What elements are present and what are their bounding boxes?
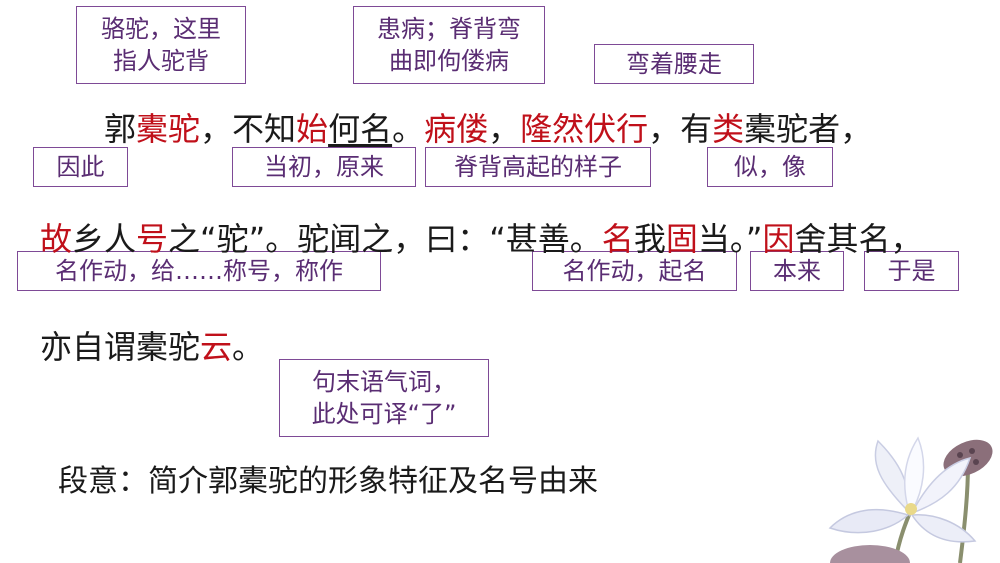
note-benlai: 本来 [750,251,844,291]
line1-seg: 郭 [104,110,137,148]
line2-seg: 之“驼”。驼闻之，曰：“甚善。 [168,220,602,258]
note-yinci: 因此 [33,147,128,187]
text-line-1: 郭橐驼，不知始何名。病偻，隆然伏行，有类橐驼者， [104,104,872,150]
lotus-decoration [828,436,993,563]
line2-seg: 当。” [697,220,763,258]
line1-key: 始 [296,110,329,148]
note-bingbei: 患病；脊背弯 曲即佝偻病 [353,6,545,84]
note-yun: 句末语气词， 此处可译“了” [279,359,489,437]
line2-key: 因 [762,220,795,258]
line1-seg: ，有 [648,110,713,148]
note-chenghao: 名作动，给……称号，称作 [17,251,381,291]
line3-key: 云 [200,328,233,366]
line2-seg: 舍其名， [794,220,923,258]
text-line-3: 亦自谓橐驼云。 [40,322,264,368]
note-dangchu: 当初，原来 [232,147,416,187]
note-qiming: 名作动，起名 [532,251,737,291]
note-luotuo: 骆驼，这里 指人驼背 [76,6,246,84]
line3-seg: 。 [232,328,265,366]
line1-seg: 橐驼者， [744,110,873,148]
line2-key: 故 [40,220,73,258]
line1-key: 类 [712,110,745,148]
note-si: 似，像 [707,147,833,187]
paragraph-summary: 段意：简介郭橐驼的形象特征及名号由来 [58,464,598,499]
text-line-2: 故乡人号之“驼”。驼闻之，曰：“甚善。名我固当。”因舍其名， [40,214,922,260]
line2-seg: 我 [633,220,666,258]
line1-key: 橐驼 [136,110,201,148]
note-yushi: 于是 [864,251,959,291]
line1-seg: ， [488,110,521,148]
line1-underlined: 何名 [328,110,393,148]
line3-seg: 亦自谓橐驼 [40,328,201,366]
note-wanyao: 弯着腰走 [594,44,754,84]
note-jibei: 脊背高起的样子 [425,147,651,187]
line2-key: 固 [665,220,698,258]
line1-key: 隆然伏行 [520,110,649,148]
line2-seg: 乡人 [72,220,137,258]
line1-key: 病偻 [424,110,489,148]
line1-seg: 。 [392,110,425,148]
line2-key: 名 [601,220,634,258]
line2-key: 号 [136,220,169,258]
line1-seg: ，不知 [200,110,297,148]
